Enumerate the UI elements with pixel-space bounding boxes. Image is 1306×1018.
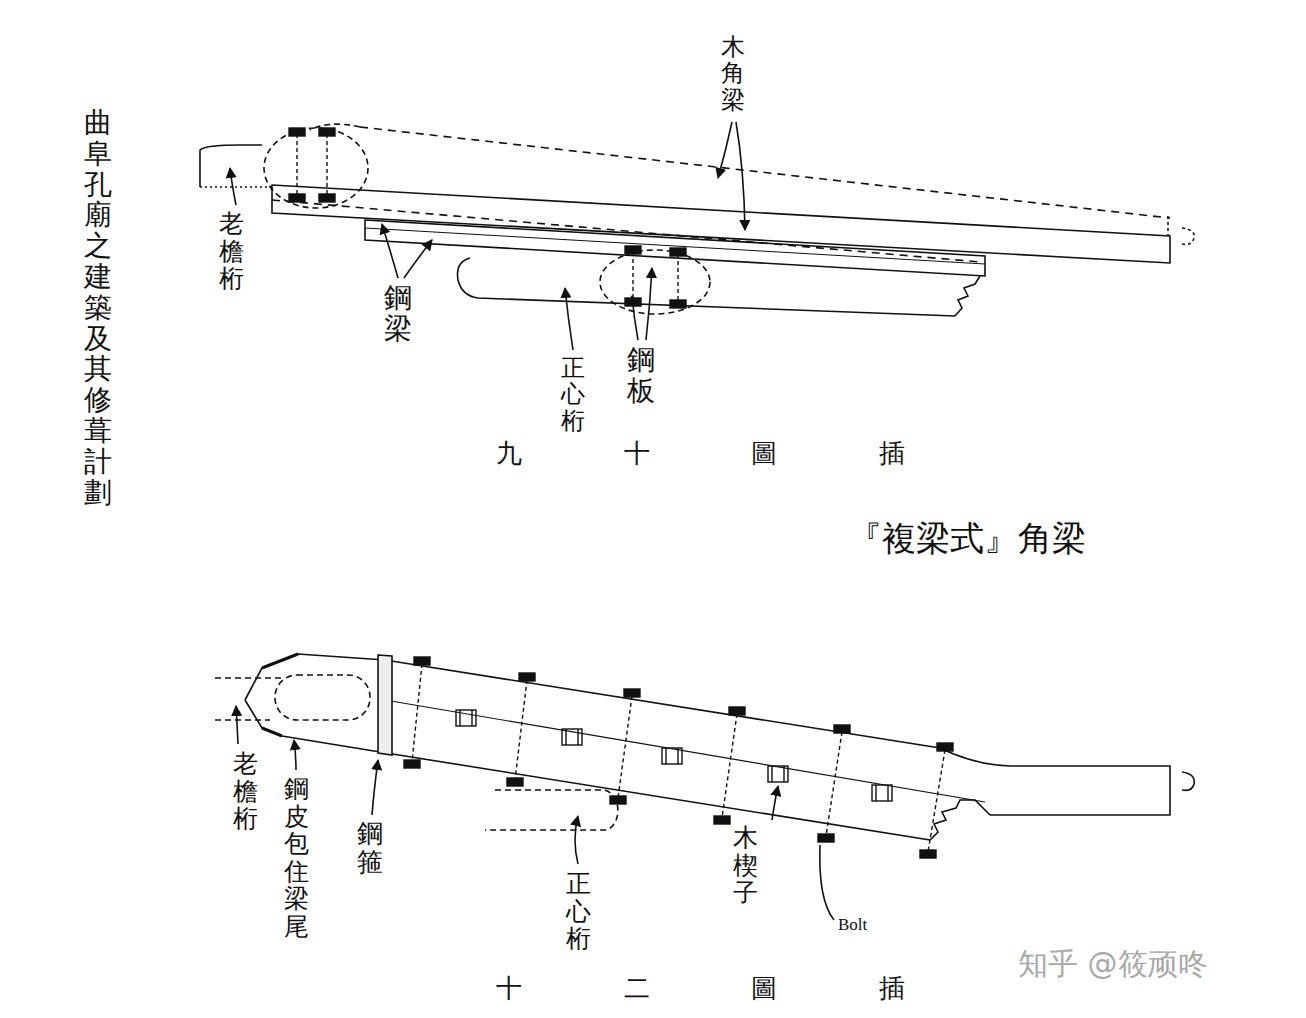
part-label: 鋼梁 [384, 283, 412, 345]
figure-subtitle: 『複梁式』角梁 [848, 520, 1086, 557]
figure-caption: 九 十 圖 插 [496, 440, 905, 469]
watermark: 知乎 @筱顽咚 [1018, 947, 1208, 980]
part-label: 鋼皮包住梁尾 [284, 775, 309, 940]
part-label: Bolt [838, 916, 867, 935]
part-label: 正心桁 [566, 870, 591, 953]
part-label: 木角梁 [721, 34, 745, 113]
part-label: 木楔子 [733, 824, 758, 907]
running-header: 曲阜孔廟之建築及其修葺計劃 [84, 108, 112, 508]
figure-caption: 十 二 圖 插 [496, 975, 905, 1004]
part-label: 老檐桁 [219, 210, 244, 293]
part-label: 正心桁 [561, 355, 585, 434]
part-label: 鋼箍 [357, 820, 383, 877]
part-label: 老檐桁 [233, 750, 258, 833]
part-label: 鋼板 [627, 345, 655, 407]
